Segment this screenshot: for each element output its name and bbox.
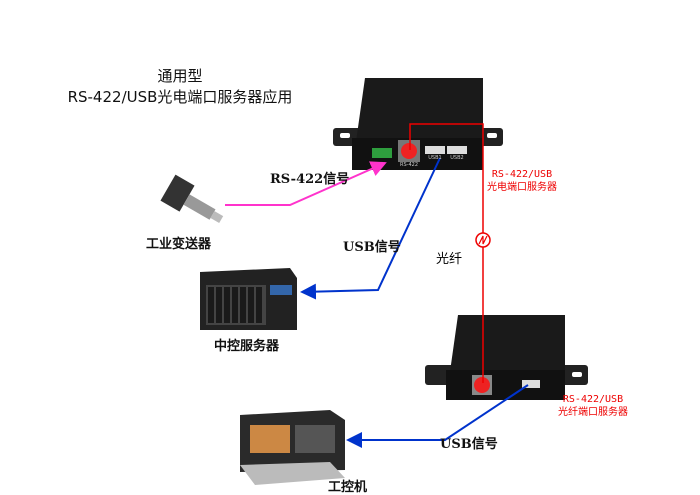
- usb-link-2-label: USB信号: [440, 437, 498, 452]
- usb-link-1-label: USB信号: [343, 240, 401, 255]
- usb1-port: [425, 146, 445, 154]
- nas-server: [200, 268, 297, 330]
- usb-link-2: [346, 384, 529, 448]
- usb2-port: [447, 146, 467, 154]
- transmitter-label: 工业变送器: [146, 237, 212, 252]
- usb-link-1: [300, 157, 441, 300]
- unit1-port-label-usb1: USB1: [428, 155, 442, 161]
- unit1-port-label-rs422: RS-422: [400, 162, 418, 168]
- fiber-link-label: 光纤: [436, 252, 463, 267]
- rs422-link: [225, 161, 387, 206]
- port-server-unit-2: [425, 315, 588, 400]
- unit1-label: RS-422/USB 光电端口服务器: [482, 168, 562, 194]
- unit1-port-label-usb2: USB2: [450, 155, 464, 161]
- title-line1: 通用型: [157, 67, 203, 85]
- ipc-label: 工控机: [328, 480, 368, 495]
- fiber-connector: [401, 143, 417, 159]
- fiber-link: [409, 123, 484, 383]
- rs422-link-label: RS-422信号: [270, 172, 350, 187]
- unit2-label-line2: 光纤端口服务器: [558, 407, 628, 418]
- unit2-label: RS-422/USB 光纤端口服务器: [553, 393, 633, 419]
- fiber-icon: [475, 232, 491, 248]
- rs422-terminal: [372, 148, 392, 158]
- industrial-pc: [240, 410, 345, 485]
- server-label: 中控服务器: [214, 339, 280, 354]
- title-line2: RS-422/USB光电端口服务器应用: [67, 88, 293, 106]
- unit2-label-line1: RS-422/USB: [562, 394, 624, 405]
- unit1-label-line2: 光电端口服务器: [487, 182, 557, 193]
- unit1-label-line1: RS-422/USB: [491, 169, 553, 180]
- pressure-transmitter: [160, 174, 224, 224]
